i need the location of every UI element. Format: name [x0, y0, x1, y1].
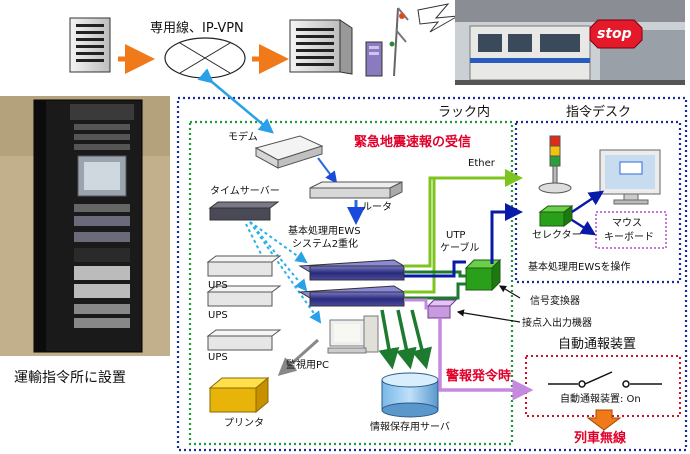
utp-label-line1: UTP	[446, 230, 466, 241]
radio-signal-icon	[417, 3, 459, 33]
io-device-label: 接点入出力機器	[522, 318, 592, 329]
signal-converter-icon	[464, 258, 502, 292]
modem-icon	[254, 135, 324, 169]
info-server-icon	[381, 372, 439, 418]
rack-title: ラック内	[438, 105, 491, 120]
printer-icon	[208, 376, 270, 414]
ews-label-line2: システム2重化	[292, 239, 359, 250]
command-desk-frame	[514, 120, 682, 284]
train-photo	[455, 0, 685, 85]
desk-monitor-icon	[599, 149, 661, 205]
monitor-pc-icon	[327, 315, 379, 354]
ether-label: Ether	[468, 158, 495, 169]
relay-switch-icon	[548, 371, 662, 388]
router-icon	[309, 181, 403, 199]
network-cloud-icon	[164, 37, 246, 79]
ews-server-icons	[298, 259, 406, 307]
contact-io-device-icon	[426, 299, 458, 319]
transmitter-equipment-icon	[365, 7, 409, 77]
info-server-label: 情報保存用サーバ	[370, 422, 450, 433]
ups-label-1: UPS	[208, 280, 228, 291]
mouse-keyboard-box	[595, 211, 667, 249]
utp-label-line2: ケーブル	[440, 243, 480, 254]
office-building-icon	[289, 19, 353, 75]
rack-frame	[188, 120, 514, 446]
selector-icon	[538, 205, 574, 227]
auto-notify-frame	[525, 355, 681, 417]
router-label: ルータ	[362, 202, 392, 213]
signal-converter-label: 信号変換器	[530, 296, 580, 307]
printer-label: プリンタ	[224, 418, 264, 429]
modem-label: モデム	[228, 132, 258, 143]
ups-unit-icons	[206, 255, 282, 351]
selector-label: セレクター	[532, 230, 582, 241]
stop-sign-icon	[589, 19, 643, 49]
ews-label-line1: 基本処理用EWS	[288, 226, 361, 237]
ups-label-2: UPS	[208, 310, 228, 321]
train-radio-label: 列車無線	[574, 431, 627, 446]
auto-notify-status: 自動通報装置: On	[560, 394, 641, 405]
time-server-icon	[208, 201, 280, 221]
signal-tower-icon	[538, 135, 572, 194]
stop-label: stop	[597, 26, 632, 42]
mouse-label: マウス	[612, 218, 642, 229]
alarm-label: 警報発令時	[446, 369, 512, 384]
headquarters-building-icon	[69, 17, 111, 73]
keyboard-label: キーボード	[604, 232, 654, 243]
radio-output-arrow	[586, 409, 622, 431]
time-server-label: タイムサーバー	[210, 186, 280, 197]
alert-title: 緊急地震速報の受信	[354, 135, 472, 150]
auto-notify-title: 自動通報装置	[558, 337, 637, 352]
server-rack-photo	[0, 96, 170, 356]
ups-label-3: UPS	[208, 352, 228, 363]
desk-title: 指令デスク	[566, 105, 632, 120]
network-label: 専用線、IP-VPN	[150, 21, 244, 36]
photo-caption: 運輸指令所に設置	[14, 370, 126, 386]
desk-operate-label: 基本処理用EWSを操作	[528, 262, 631, 273]
monitor-pc-label: 監視用PC	[286, 360, 330, 371]
